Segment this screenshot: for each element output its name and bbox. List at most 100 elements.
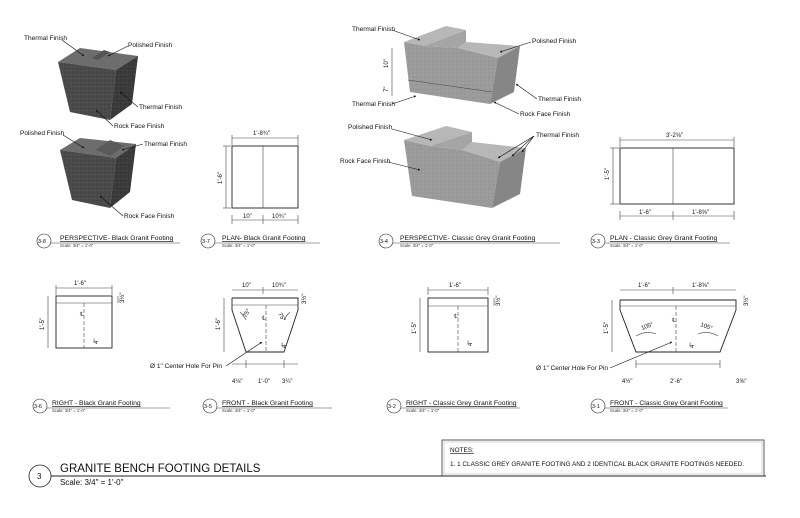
dim-front-black-4: 4" bbox=[282, 343, 288, 348]
label-polished-finish-2: Polished Finish bbox=[20, 130, 64, 137]
view-title-3-2: 3-2 RIGHT - Classic Grey Granit Footing … bbox=[386, 398, 520, 414]
view-title-3-4: 3-4 PERSPECTIVE- Classic Grey Granit Foo… bbox=[378, 233, 560, 249]
angle-front-grey-right: 105° bbox=[699, 322, 713, 332]
svg-text:3-3: 3-3 bbox=[592, 239, 600, 245]
label-thermal-finish-5: Thermal Finish bbox=[538, 96, 581, 103]
svg-text:PERSPECTIVE- Black Granit Foot: PERSPECTIVE- Black Granit Footing bbox=[60, 235, 174, 242]
dim-plan-grey-1-8-5e: 1'-8⅝" bbox=[692, 210, 709, 216]
dim-grey-persp-10: 10" bbox=[384, 59, 390, 68]
plan-black bbox=[223, 135, 299, 224]
view-title-3-8: 3-8 PERSPECTIVE- Black Granit Footing Sc… bbox=[36, 233, 180, 249]
dim-front-grey-1-8-5e: 1'-8⅝" bbox=[692, 283, 709, 289]
svg-text:3-5: 3-5 bbox=[204, 404, 212, 410]
dim-plan-black-10: 10" bbox=[243, 214, 252, 220]
view-title-3-3: 3-3 PLAN - Classic Grey Granit Footing S… bbox=[590, 233, 730, 249]
dim-front-black-4-1e: 4⅛" bbox=[232, 379, 242, 385]
dim-right-grey-width: 1'-6" bbox=[449, 283, 461, 289]
dim-front-grey-1-6: 1'-6" bbox=[638, 283, 650, 289]
svg-text:RIGHT - Classic Grey Granit Fo: RIGHT - Classic Grey Granit Footing bbox=[406, 400, 517, 407]
dim-front-grey-3-1h: 3½" bbox=[743, 296, 750, 306]
svg-text:Scale: 3/4" = 1'-0": Scale: 3/4" = 1'-0" bbox=[52, 408, 86, 413]
dim-front-grey-4-1h: 4½" bbox=[622, 378, 632, 385]
notes-heading: NOTES: bbox=[450, 447, 474, 454]
dim-front-grey-2-6: 2'-6" bbox=[670, 379, 682, 385]
grey-block-2-top-low bbox=[462, 142, 526, 162]
angle-front-black-right: 75° bbox=[276, 312, 286, 323]
perspective-black-bottom bbox=[60, 138, 136, 208]
dim-right-grey-3-1h: 3½" bbox=[495, 296, 502, 306]
dim-right-black-width: 1'-6" bbox=[74, 281, 86, 287]
grey-block-2-step bbox=[430, 132, 472, 150]
svg-text:3-2: 3-2 bbox=[388, 404, 396, 410]
svg-text:Scale: 3/4" = 1'-0": Scale: 3/4" = 1'-0" bbox=[610, 408, 644, 413]
label-polished-finish-4: Polished Finish bbox=[348, 124, 392, 131]
right-black bbox=[47, 285, 119, 349]
dim-front-grey-4: 4" bbox=[690, 343, 696, 348]
label-thermal-finish-3: Thermal Finish bbox=[144, 141, 187, 148]
label-thermal-finish-7: Thermal Finish bbox=[536, 132, 579, 139]
notes-item-1: 1. 1 CLASSIC GREY GRANITE FOOTING AND 2 … bbox=[450, 461, 744, 468]
grey-block-2-top-high bbox=[404, 126, 472, 146]
black-block-1-notch bbox=[92, 50, 110, 60]
dim-right-black-4: 4" bbox=[94, 339, 100, 344]
dim-plan-black-depth: 1'-6" bbox=[218, 172, 224, 184]
angle-front-grey-left: 105° bbox=[641, 322, 655, 332]
label-polished-finish-3: Polished Finish bbox=[532, 38, 576, 45]
cl-front-grey: ℄ bbox=[672, 317, 676, 324]
svg-text:Scale: 3/4" = 1'-0": Scale: 3/4" = 1'-0" bbox=[610, 243, 644, 248]
title-number: 3 bbox=[37, 472, 42, 481]
grey-block-2-right bbox=[492, 148, 526, 208]
view-title-3-5: 3-5 FRONT - Black Granit Footing Scale: … bbox=[202, 398, 332, 414]
front-grey bbox=[611, 287, 737, 368]
label-rock-face-finish-1: Rock Face Finish bbox=[114, 123, 165, 130]
label-polished-finish-1: Polished Finish bbox=[128, 42, 172, 49]
label-rock-face-finish-3: Rock Face Finish bbox=[520, 111, 571, 118]
dim-plan-black-width: 1'-8¾" bbox=[253, 131, 270, 137]
cl-right-grey: ℄ bbox=[454, 313, 458, 320]
label-thermal-finish-2: Thermal Finish bbox=[139, 104, 182, 111]
dim-front-black-3-1q: 3¼" bbox=[282, 379, 292, 385]
dim-right-black-3-1h: 3½" bbox=[119, 293, 126, 303]
plan-grey bbox=[610, 137, 735, 220]
grey-block-1-right bbox=[490, 46, 520, 104]
dim-front-black-height: 1'-6" bbox=[216, 318, 222, 330]
svg-text:FRONT - Classic Grey Granit Fo: FRONT - Classic Grey Granit Footing bbox=[610, 400, 723, 407]
dim-front-black-10-3q: 10¾" bbox=[272, 283, 286, 289]
dim-right-grey-height: 1'-5" bbox=[412, 322, 418, 334]
title-text: GRANITE BENCH FOOTING DETAILS bbox=[60, 463, 261, 475]
label-center-hole-grey: Ø 1" Center Hole For Pin bbox=[536, 365, 608, 372]
grey-block-1-top-low bbox=[458, 42, 520, 58]
perspective-grey-top bbox=[404, 26, 520, 104]
view-title-3-1: 3-1 FRONT - Classic Grey Granit Footing … bbox=[590, 398, 728, 414]
grey-block-1-top-high bbox=[404, 26, 466, 46]
right-grey bbox=[419, 287, 495, 353]
dim-plan-grey-width: 3'-2⅝" bbox=[666, 133, 683, 139]
dim-front-grey-3-5e: 3⅝" bbox=[736, 379, 746, 385]
svg-text:3-7: 3-7 bbox=[202, 239, 210, 245]
label-thermal-finish-6: Thermal Finish bbox=[352, 101, 395, 108]
dim-right-grey-4: 4" bbox=[468, 341, 474, 346]
label-thermal-finish-4: Thermal Finish bbox=[352, 26, 395, 33]
dim-front-black-1-0: 1'-0" bbox=[258, 379, 270, 385]
label-center-hole-black: Ø 1" Center Hole For Pin bbox=[150, 363, 222, 370]
title-block: 3 GRANITE BENCH FOOTING DETAILS Scale: 3… bbox=[28, 463, 766, 488]
cl-front-black: ℄ bbox=[262, 315, 266, 322]
front-black bbox=[223, 287, 299, 368]
svg-text:3-4: 3-4 bbox=[380, 239, 388, 245]
black-block-2-step bbox=[96, 140, 124, 156]
perspective-grey-bottom bbox=[404, 126, 526, 208]
svg-text:Scale: 3/4" = 1'-0": Scale: 3/4" = 1'-0" bbox=[222, 408, 256, 413]
dim-front-grey-height: 1'-5" bbox=[604, 322, 610, 334]
title-scale: Scale: 3/4" = 1'-0" bbox=[60, 478, 124, 487]
perspective-black-top bbox=[58, 48, 138, 120]
svg-text:PERSPECTIVE- Classic Grey Gran: PERSPECTIVE- Classic Grey Granit Footing bbox=[400, 235, 535, 242]
label-rock-face-finish-4: Rock Face Finish bbox=[340, 158, 391, 165]
grey-block-1-step bbox=[424, 30, 466, 48]
dim-plan-black-10-3q: 10¾" bbox=[272, 214, 286, 220]
svg-text:3-1: 3-1 bbox=[592, 404, 600, 410]
svg-text:RIGHT - Black Granit Footing: RIGHT - Black Granit Footing bbox=[52, 400, 141, 407]
svg-text:Scale: 3/4" = 1'-0": Scale: 3/4" = 1'-0" bbox=[400, 243, 434, 248]
svg-text:FRONT - Black Granit Footing: FRONT - Black Granit Footing bbox=[222, 400, 313, 407]
label-rock-face-finish-2: Rock Face Finish bbox=[124, 213, 175, 220]
dim-front-black-10: 10" bbox=[242, 283, 251, 289]
